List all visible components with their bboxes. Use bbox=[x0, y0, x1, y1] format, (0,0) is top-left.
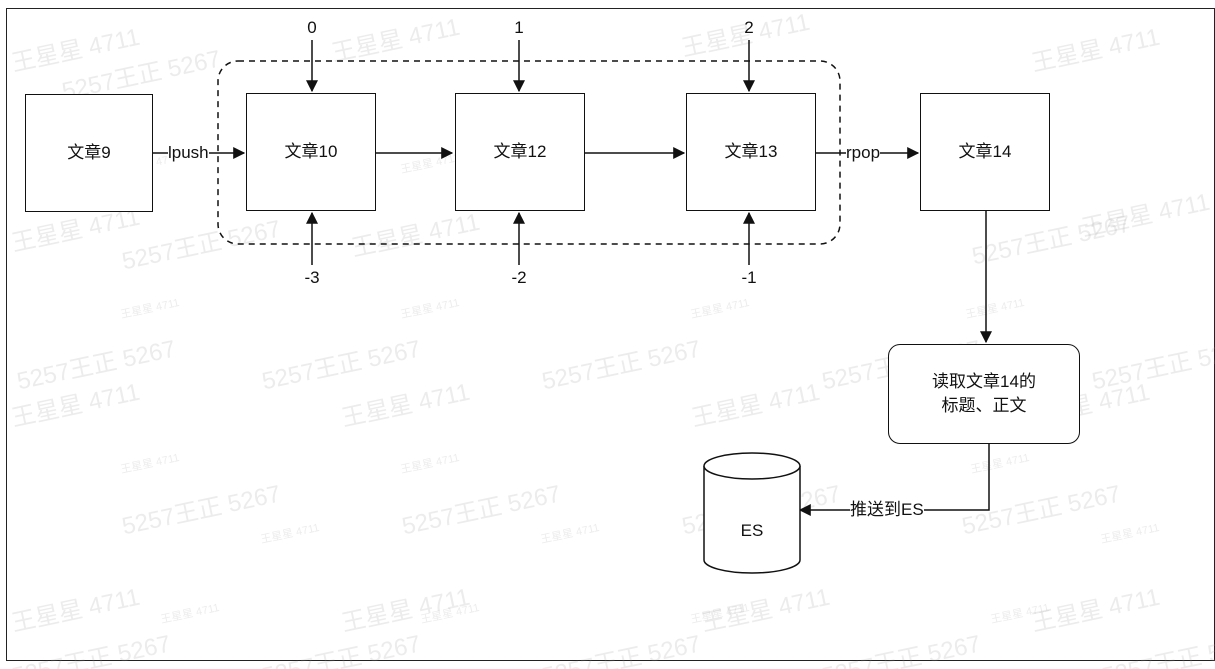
node-article-14[interactable]: 文章14 bbox=[920, 93, 1050, 211]
es-label: ES bbox=[740, 521, 764, 540]
node-read-title-body[interactable]: 读取文章14的 标题、正文 bbox=[888, 344, 1080, 444]
edge-label-lpush: lpush bbox=[168, 143, 209, 163]
index-label-neg3: -3 bbox=[304, 268, 320, 287]
index-label-neg1: -1 bbox=[741, 268, 757, 287]
node-article-10[interactable]: 文章10 bbox=[246, 93, 376, 211]
index-label-0: 0 bbox=[307, 18, 317, 37]
node-article-9[interactable]: 文章9 bbox=[25, 94, 153, 212]
index-label-2: 2 bbox=[744, 18, 754, 37]
node-article-13[interactable]: 文章13 bbox=[686, 93, 816, 211]
node-article-12[interactable]: 文章12 bbox=[455, 93, 585, 211]
index-label-1: 1 bbox=[514, 18, 524, 37]
index-label-neg2: -2 bbox=[511, 268, 527, 287]
edge-label-push-es: 推送到ES bbox=[850, 500, 924, 520]
edge-label-rpop: rpop bbox=[846, 143, 881, 163]
es-database-shape bbox=[703, 452, 801, 574]
